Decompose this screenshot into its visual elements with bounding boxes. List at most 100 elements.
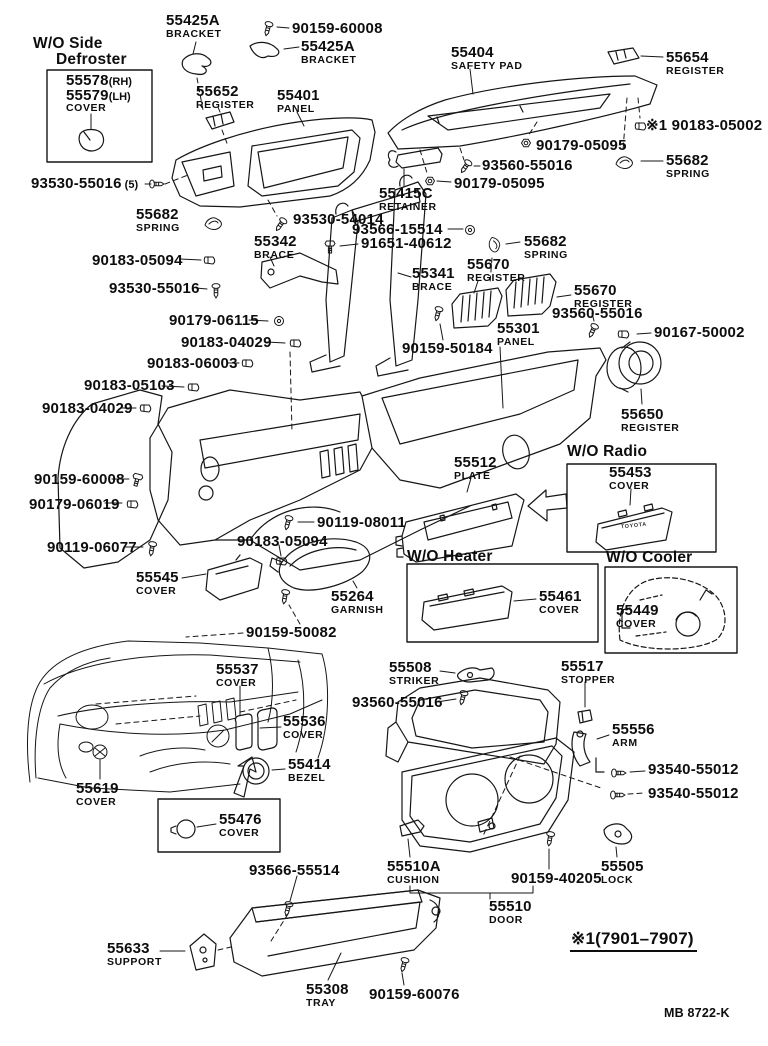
part-descriptor: STOPPER (561, 673, 616, 686)
part-number: 90183-05103 (84, 377, 175, 394)
part-number: 55545 (136, 569, 179, 586)
part-label-grommet-90179-06115: 90179-06115 (169, 313, 259, 329)
safety-pad-55404 (387, 47, 658, 169)
part-number: 90183-05094 (237, 533, 328, 550)
registers-55670-55650 (451, 273, 662, 393)
part-number: COVER (66, 102, 107, 114)
part-descriptor: PANEL (497, 335, 535, 348)
part-descriptor: STRIKER (389, 674, 440, 687)
arrows (233, 489, 568, 798)
part-descriptor: COVER (616, 617, 657, 630)
part-number: 55404 (451, 44, 494, 61)
part-descriptor: COVER (216, 676, 257, 689)
part-descriptor: COVER (219, 826, 260, 839)
part-number: 55670 (467, 256, 510, 273)
part-number-suffix: (LH) (108, 91, 131, 103)
part-number: 55512 (454, 454, 497, 471)
part-descriptor: BRACKET (301, 53, 357, 66)
braces-55341-55342 (260, 174, 427, 377)
cab-sketch (27, 640, 329, 793)
part-number: 90183-06003 (147, 355, 238, 372)
part-number: 55536 (283, 713, 326, 730)
part-number: 93530-55016 (109, 280, 200, 297)
part-descriptor: REGISTER (196, 98, 255, 111)
part-number: 90119-08011 (317, 514, 406, 531)
part-number: 93530-55016 (31, 175, 122, 192)
part-number: 55650 (621, 406, 664, 423)
part-label-clip-90183-05094-low: 90183-05094 (237, 534, 328, 550)
part-label-clip-90183-05103: 90183-05103 (84, 378, 175, 394)
part-number: 55449 (616, 602, 659, 619)
part-label-cover-word: COVER (66, 103, 106, 114)
part-number: 90159-40205 (511, 870, 602, 887)
part-number: 55670 (574, 282, 617, 299)
part-number: 90167-50002 (654, 324, 745, 341)
part-number: 55505 (601, 858, 644, 875)
part-number: 93566-15514 (352, 221, 443, 238)
part-number: 55341 (412, 265, 455, 282)
part-descriptor: SPRING (524, 248, 568, 261)
part-label-wo-radio: W/O Radio (567, 443, 647, 460)
part-number: 55425A (301, 38, 355, 55)
part-number: 90159-60008 (34, 471, 125, 488)
part-number: 55508 (389, 659, 432, 676)
part-label-screw-93530-55016-b: 93530-55016 (109, 281, 200, 297)
plate-covers (205, 493, 525, 601)
part-descriptor: BEZEL (288, 771, 326, 784)
part-number: 55517 (561, 658, 604, 675)
part-number: 90183-04029 (42, 400, 133, 417)
part-number: 55652 (196, 83, 239, 100)
part-number: 55682 (524, 233, 567, 250)
part-label-bolt-90159-60008-top: 90159-60008 (292, 21, 383, 37)
part-label-clip-90179-06019: 90179-06019 (29, 497, 120, 513)
part-descriptor: CUSHION (387, 873, 440, 886)
part-label-clip-90183-04029-a: 90183-04029 (181, 335, 272, 351)
part-label-doc-code: MB 8722-K (664, 1007, 730, 1020)
part-descriptor: COVER (539, 603, 580, 616)
arrow-up-icon (233, 756, 257, 798)
part-number: 90179-06019 (29, 496, 120, 513)
part-label-nut-90179-05095-b: 90179-05095 (454, 176, 545, 192)
part-number: 90179-06115 (169, 312, 259, 329)
part-label-screw-93530-55016-5: 93530-55016 (5) (31, 176, 138, 193)
leader-lines (90, 26, 664, 986)
part-descriptor: REGISTER (574, 297, 633, 310)
part-descriptor: GARNISH (331, 603, 384, 616)
part-number: 90159-60076 (369, 986, 460, 1003)
part-number-suffix: (RH) (108, 76, 132, 88)
part-label-wo-heater: W/O Heater (407, 548, 493, 565)
part-label-screw-93560-55016-mid: 93560-55016 (552, 306, 643, 322)
part-number: 93566-55514 (249, 862, 340, 879)
part-label-bolt-90159-50184: 90159-50184 (402, 341, 493, 357)
part-descriptor: LOCK (601, 873, 634, 886)
glove-box (385, 667, 633, 853)
part-number: 93560-55016 (352, 694, 443, 711)
part-label-radio-logo: TOYOTA (621, 522, 648, 531)
part-number: ※1(7901–7907) (570, 930, 697, 952)
part-descriptor: TRAY (306, 996, 337, 1009)
part-label-clip-90183-05094-top: 90183-05094 (92, 253, 183, 269)
part-label-wo-cooler: W/O Cooler (606, 549, 692, 566)
part-descriptor: COVER (76, 795, 117, 808)
part-label-bolt-91651-40612: 91651-40612 (361, 236, 452, 252)
part-number: W/O Heater (407, 548, 493, 565)
